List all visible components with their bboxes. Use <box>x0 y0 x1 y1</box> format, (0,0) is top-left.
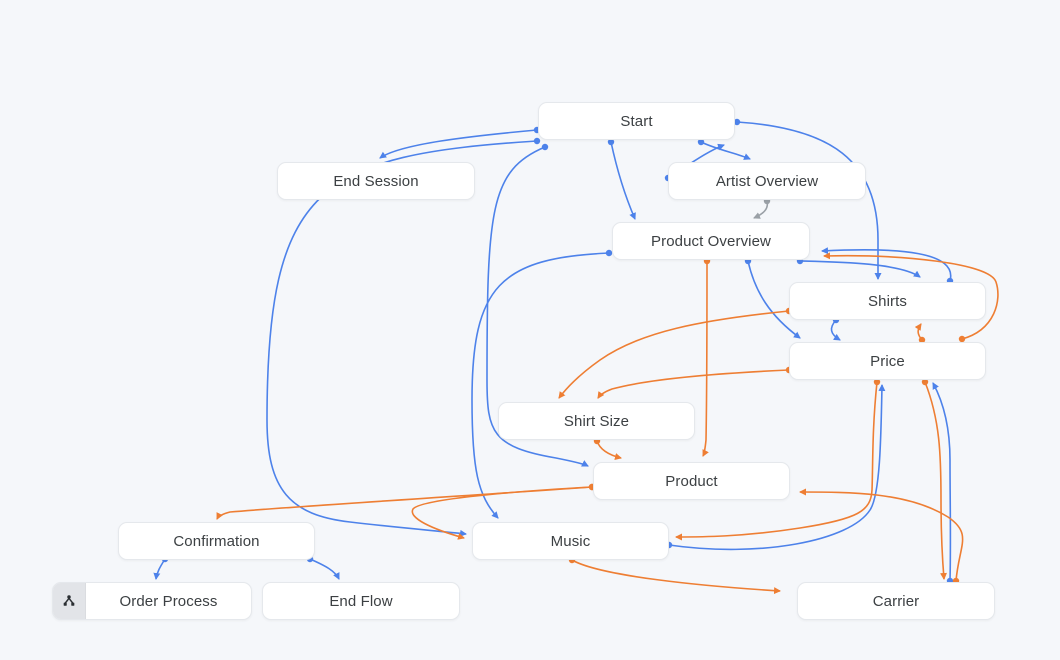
node-end-session[interactable]: End Session <box>277 162 475 200</box>
edge-source-handle <box>873 378 881 386</box>
node-label: Shirts <box>868 292 907 310</box>
edge-price-to-carrier <box>924 381 947 580</box>
edge-confirmation-to-end-flow <box>309 558 340 580</box>
edge-price-to-shirt-size <box>597 369 790 399</box>
edge-product-overview-to-music <box>471 252 610 519</box>
node-label: Confirmation <box>173 532 260 550</box>
edge-start-to-product <box>486 146 589 467</box>
node-label: Shirt Size <box>563 412 630 430</box>
edge-shirts-to-shirt-size <box>558 310 790 399</box>
edge-start-to-end-session <box>379 129 538 159</box>
edge-source-handle <box>733 118 741 126</box>
node-label: Artist Overview <box>715 172 819 190</box>
edge-shirts-to-product-overview <box>821 247 952 282</box>
edge-start-to-artist-overview <box>700 141 751 160</box>
node-shirt-size[interactable]: Shirt Size <box>498 402 695 440</box>
node-shirts[interactable]: Shirts <box>789 282 986 320</box>
edge-source-handle <box>605 249 613 257</box>
edge-start-to-product-overview <box>610 141 636 220</box>
node-label: Product Overview <box>651 232 771 250</box>
node-price[interactable]: Price <box>789 342 986 380</box>
node-label: Start <box>620 112 653 130</box>
node-confirmation[interactable]: Confirmation <box>118 522 315 560</box>
edge-music-to-price <box>668 384 886 551</box>
node-music[interactable]: Music <box>472 522 669 560</box>
node-label: Carrier <box>872 592 920 610</box>
node-label: Order Process <box>119 592 218 610</box>
edge-product-to-confirmation <box>216 486 593 520</box>
edge-source-handle <box>541 143 549 151</box>
edge-music-to-carrier <box>571 559 781 595</box>
node-order-process[interactable]: Order Process <box>52 582 252 620</box>
node-start[interactable]: Start <box>538 102 735 140</box>
node-label: Product <box>665 472 718 490</box>
edge-source-handle <box>921 378 929 386</box>
node-product[interactable]: Product <box>593 462 790 500</box>
node-label: Music <box>550 532 591 550</box>
edge-price-to-product-overview <box>823 252 999 340</box>
edge-product-overview-to-shirts <box>799 260 921 278</box>
branch-split-icon <box>53 583 86 619</box>
edge-shirt-size-to-product <box>596 440 622 460</box>
node-label: End Flow <box>329 592 393 610</box>
node-product-overview[interactable]: Product Overview <box>612 222 810 260</box>
node-carrier[interactable]: Carrier <box>797 582 995 620</box>
edge-confirmation-to-order-process <box>153 558 166 580</box>
node-end-flow[interactable]: End Flow <box>262 582 460 620</box>
edge-product-overview-to-price <box>747 260 801 339</box>
edge-source-handle <box>607 138 615 146</box>
node-label: End Session <box>333 172 419 190</box>
edge-source-handle <box>958 335 966 343</box>
edge-source-handle <box>918 336 926 344</box>
node-artist-overview[interactable]: Artist Overview <box>668 162 866 200</box>
edge-source-handle <box>697 138 705 146</box>
edge-carrier-to-product <box>799 488 964 582</box>
edge-source-handle <box>533 137 541 145</box>
edge-price-to-music <box>675 381 878 541</box>
node-label: Price <box>870 352 905 370</box>
edge-product-overview-to-product <box>702 260 709 457</box>
edge-carrier-to-price <box>932 382 952 582</box>
